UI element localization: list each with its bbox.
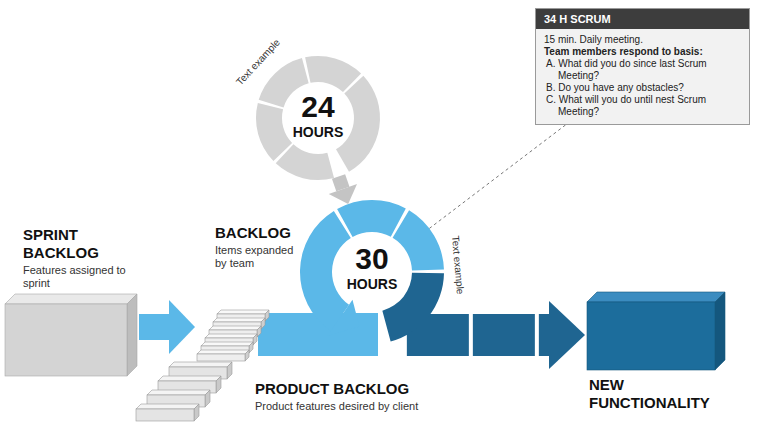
box-top bbox=[217, 310, 269, 314]
box-front bbox=[587, 302, 715, 370]
ring-segment bbox=[337, 200, 406, 237]
node-heading: SPRINT BACKLOG bbox=[23, 226, 123, 262]
backlog-items: BACKLOG Items expanded by team bbox=[195, 222, 295, 362]
connector-line bbox=[407, 314, 549, 356]
box-side bbox=[265, 310, 269, 321]
node-text: C. What will you do until nest Scrum Mee… bbox=[536, 94, 749, 118]
node-heading: NEW FUNCTIONALITY bbox=[589, 376, 719, 412]
new-functionality-shape bbox=[585, 290, 735, 374]
box-side bbox=[257, 326, 261, 337]
node-text: Product features desired by client bbox=[255, 400, 455, 413]
flow-connector bbox=[329, 177, 357, 205]
box-front bbox=[136, 409, 194, 421]
sprint-backlog: SPRINT BACKLOGFeatures assigned to sprin… bbox=[5, 222, 139, 378]
node-text: Items expanded by team bbox=[215, 244, 295, 270]
connector-line bbox=[339, 177, 343, 189]
connector-line bbox=[139, 314, 169, 340]
ring-segment bbox=[256, 103, 292, 161]
scrum-callout: 34 H SCRUM 15 min. Daily meeting.Team mem… bbox=[535, 8, 750, 125]
arrowhead bbox=[169, 300, 195, 354]
node-text: 15 min. Daily meeting. bbox=[536, 34, 749, 46]
box-side bbox=[261, 318, 265, 329]
box-front bbox=[5, 304, 127, 376]
ring-segment bbox=[300, 211, 351, 331]
node-heading: 34 H SCRUM bbox=[536, 9, 749, 29]
box-top bbox=[136, 404, 199, 409]
ring-segment bbox=[259, 58, 309, 107]
backlog-items-shape bbox=[195, 308, 295, 362]
node-text: HOURS bbox=[286, 276, 458, 292]
new-functionality: NEW FUNCTIONALITY bbox=[585, 290, 735, 420]
connector-line bbox=[429, 125, 565, 228]
ring-segment bbox=[393, 210, 444, 270]
product-backlog-shape bbox=[135, 360, 245, 426]
box-side bbox=[194, 404, 199, 421]
box-side bbox=[249, 342, 253, 353]
node-heading: 24 bbox=[248, 92, 388, 122]
node-text: Text example bbox=[450, 235, 466, 295]
box-side bbox=[245, 350, 249, 361]
box-top bbox=[147, 390, 210, 395]
node-text: Team members respond to basis: bbox=[536, 46, 749, 58]
node-heading: PRODUCT BACKLOG bbox=[255, 380, 455, 398]
sprint-backlog-shape bbox=[5, 292, 139, 378]
box-top bbox=[209, 326, 261, 330]
box-top bbox=[201, 342, 253, 346]
ring-segment bbox=[336, 76, 380, 172]
box-side bbox=[127, 294, 137, 376]
box-top bbox=[213, 318, 265, 322]
flow-connector bbox=[139, 300, 195, 354]
box-top bbox=[5, 294, 137, 304]
node-text: HOURS bbox=[248, 124, 388, 140]
node-heading: 30 bbox=[286, 244, 458, 274]
flow-connector bbox=[429, 125, 565, 228]
node-text: Features assigned to sprint bbox=[23, 264, 133, 290]
ring-arrowhead bbox=[327, 300, 359, 336]
arrowhead bbox=[549, 301, 585, 369]
arrowhead bbox=[329, 184, 357, 204]
box-front bbox=[197, 354, 245, 361]
box-top bbox=[587, 292, 725, 302]
node-text: B. Do you have any obstacles? bbox=[536, 82, 749, 94]
box-side bbox=[216, 376, 221, 393]
box-top bbox=[158, 376, 221, 381]
node-text: A. What did you do since last Scrum Meet… bbox=[536, 58, 749, 82]
box-side bbox=[205, 390, 210, 407]
box-top bbox=[197, 350, 249, 354]
box-side bbox=[253, 334, 257, 345]
box-top bbox=[169, 362, 232, 367]
product-backlog: PRODUCT BACKLOG Product features desired … bbox=[135, 360, 455, 426]
flow-connector bbox=[407, 301, 585, 369]
box-top bbox=[205, 334, 257, 338]
box-side bbox=[227, 362, 232, 379]
node-heading: BACKLOG bbox=[215, 224, 295, 242]
cycle-30h: 30HOURSText example bbox=[286, 186, 458, 358]
cycle-24h: 24HOURSText example bbox=[248, 48, 388, 188]
box-side bbox=[715, 292, 725, 370]
